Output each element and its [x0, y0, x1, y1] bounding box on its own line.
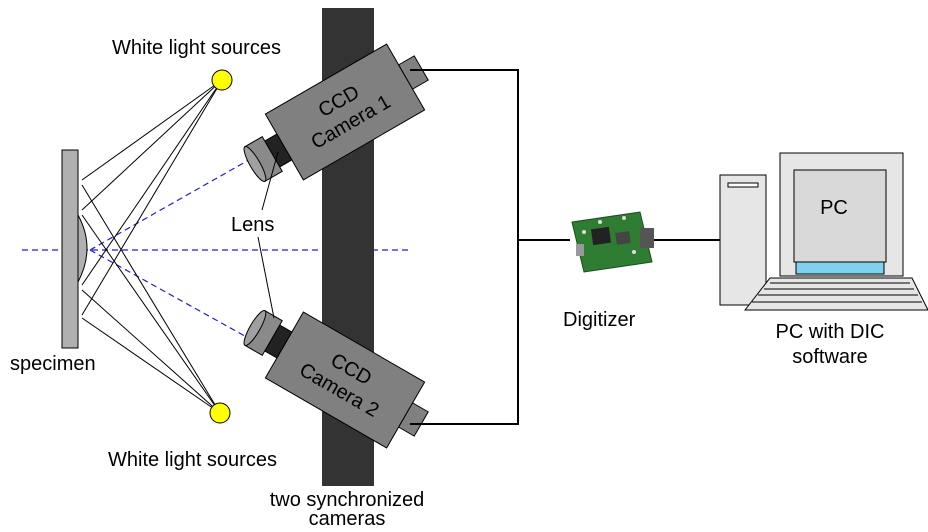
specimen-plate [61, 149, 79, 349]
label-light-top: White light sources [112, 37, 281, 59]
camera-1-connector [397, 55, 429, 90]
label-mount-caption-line1: two synchronized [270, 489, 425, 511]
camera1-cable [410, 69, 519, 425]
camera-2: CCD Camera 2 [243, 309, 429, 449]
pc-screen [793, 169, 887, 263]
label-pc-caption-line2: software [792, 346, 868, 368]
label-light-bottom: White light sources [108, 449, 277, 471]
label-specimen: specimen [10, 353, 96, 375]
bottom-light-rays [81, 184, 221, 414]
label-lens: Lens [231, 214, 274, 236]
specimen-bulge [77, 214, 88, 283]
camera1-view-line [89, 147, 271, 251]
lens-callout-top [261, 151, 279, 211]
pc-screen-bezel [795, 261, 885, 275]
camera-1-lens-glass [243, 146, 267, 182]
top-light-rays [81, 79, 223, 316]
pc-tower [719, 174, 767, 306]
camera-2-lens-glass [243, 310, 267, 346]
label-pc-caption-line1: PC with DIC [776, 321, 885, 343]
pc-keyboard [743, 277, 928, 311]
top-light-source [211, 69, 233, 91]
pc-drive-slot [727, 182, 759, 188]
label-digitizer: Digitizer [563, 309, 636, 331]
label-mount-caption-line2: cameras [309, 508, 386, 527]
pc-screen-label: PC [820, 197, 848, 219]
digitizer-board [571, 211, 654, 273]
bottom-light-source [209, 402, 231, 424]
lens-callout-bottom [257, 236, 275, 319]
camera2-view-line [89, 249, 271, 351]
